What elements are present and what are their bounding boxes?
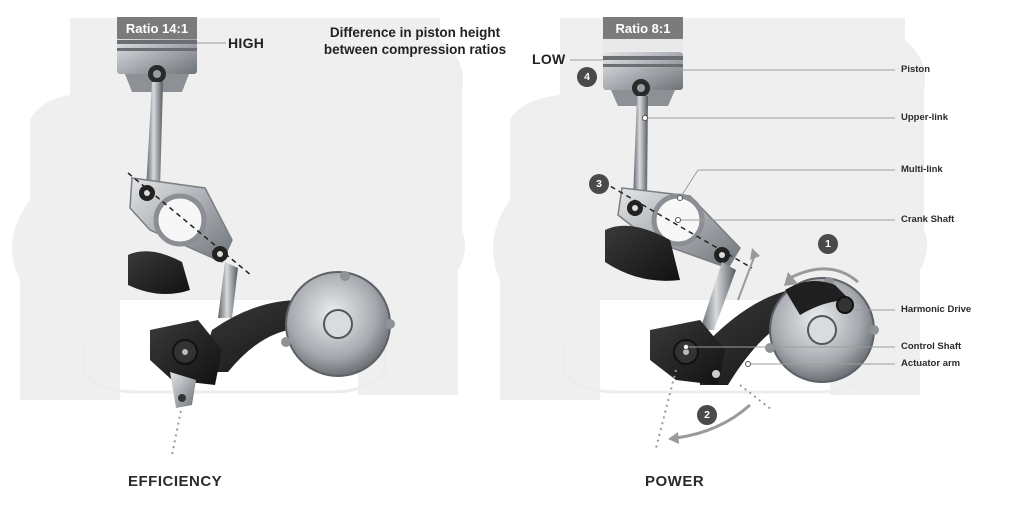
- step-badge-2: 2: [697, 405, 717, 425]
- right-counterweight: [605, 225, 680, 281]
- callout-dots: [642, 115, 751, 367]
- left-engine-block-ghost: [12, 18, 466, 400]
- right-harmonic-drive: [765, 277, 879, 383]
- label-actuator-arm: Actuator arm: [901, 358, 961, 369]
- left-counterweight: [128, 251, 190, 294]
- label-control-shaft: Control Shaft: [901, 341, 962, 352]
- power-mode-label: POWER: [645, 473, 705, 490]
- step-badge-3: 3: [589, 174, 609, 194]
- right-engine-block-ghost: [492, 18, 928, 400]
- right-upper-link: [633, 96, 648, 198]
- right-ratio-label: Ratio 8:1: [603, 17, 683, 39]
- step-badge-1: 1: [818, 234, 838, 254]
- right-mechanism: [602, 17, 879, 449]
- left-engine-sump-ghost: [83, 345, 387, 394]
- right-engine-sump-ghost: [563, 345, 872, 394]
- step-badge-4: 4: [577, 67, 597, 87]
- label-multi-link: Multi-link: [901, 164, 943, 175]
- label-harmonic-drive: Harmonic Drive: [901, 304, 972, 315]
- left-ratio-label: Ratio 14:1: [117, 17, 197, 39]
- heading-line-2: between compression ratios: [323, 42, 507, 57]
- left-harmonic-drive: [281, 271, 395, 377]
- diagram-heading: Difference in piston height between comp…: [300, 24, 530, 58]
- left-upper-link: [146, 82, 163, 190]
- callout-lines: [197, 42, 895, 365]
- right-piston: [603, 52, 683, 106]
- low-label: LOW: [532, 51, 566, 67]
- left-piston: [117, 36, 197, 92]
- heading-line-1: Difference in piston height: [329, 25, 501, 40]
- efficiency-mode-label: EFFICIENCY: [128, 473, 223, 490]
- high-label: HIGH: [228, 35, 265, 51]
- label-upper-link: Upper-link: [901, 112, 948, 123]
- label-piston: Piston: [901, 64, 931, 75]
- label-crank-shaft: Crank Shaft: [901, 214, 955, 225]
